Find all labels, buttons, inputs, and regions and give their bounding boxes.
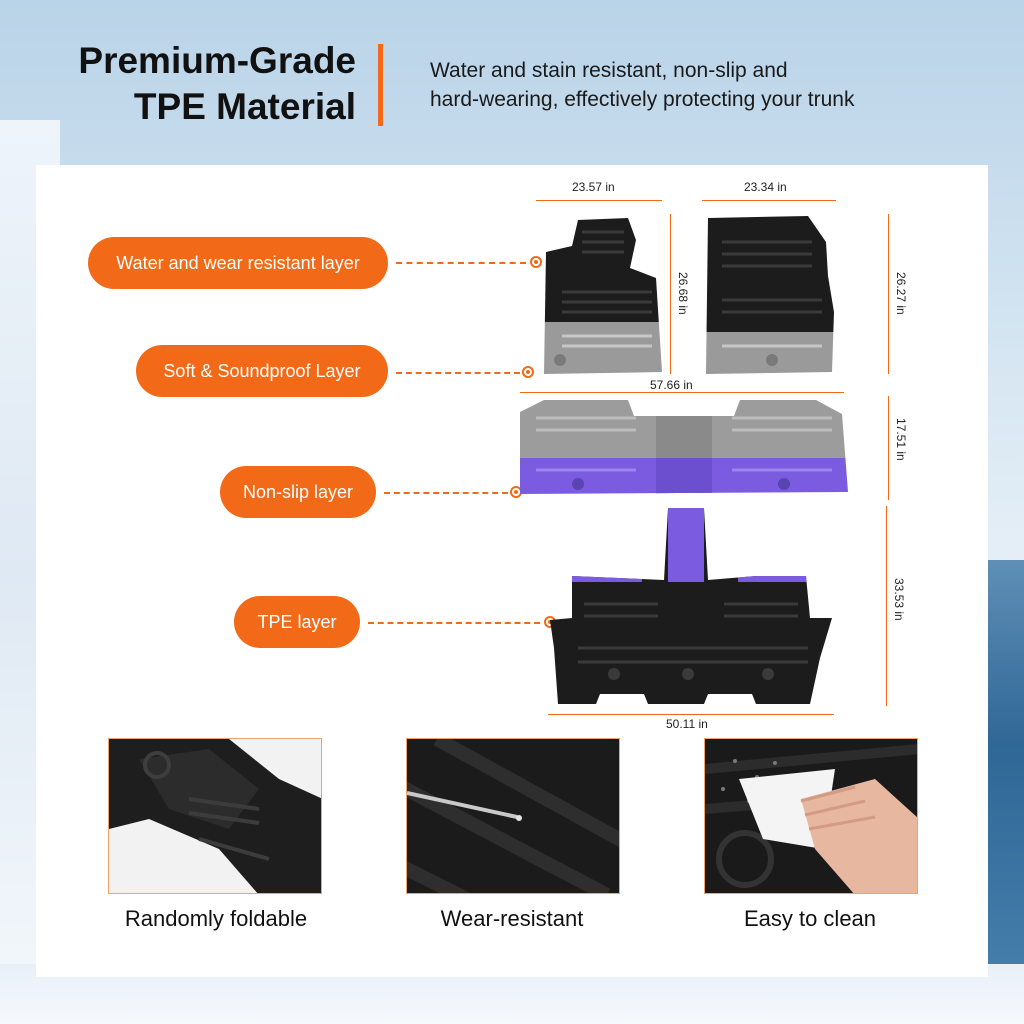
easy-clean-photo [704,738,918,894]
layer-label: Non-slip layer [242,481,354,502]
leader-line [396,372,520,374]
wear-resistant-photo [406,738,620,894]
layer-label: Soft & Soundproof Layer [163,360,361,381]
layer-pill-soft-soundproof: Soft & Soundproof Layer [136,345,388,397]
dimension-label-third-row-width: 50.11 in [666,717,708,731]
dimension-line [702,200,836,201]
leader-line [368,622,540,624]
dimension-line [670,214,671,374]
dimension-line [886,506,887,706]
leader-line [384,492,508,494]
header-divider [378,44,383,126]
front-right-mat [702,212,836,378]
target-marker-icon [530,256,542,268]
page-subtitle: Water and stain resistant, non-slip and … [430,56,990,114]
layer-label: Water and wear resistant layer [116,252,360,273]
subtitle-line-2: hard-wearing, effectively protecting you… [430,88,855,111]
layer-pill-non-slip: Non-slip layer [220,466,376,518]
dimension-label-second-row-width: 57.66 in [650,378,693,392]
dimension-line [888,396,889,500]
dimension-line [536,200,662,201]
layer-label: TPE layer [257,611,337,632]
feature-caption-wear-resistant: Wear-resistant [440,906,584,931]
dimension-label-front-right-height: 26.27 in [894,272,908,315]
layer-pill-tpe: TPE layer [234,596,360,648]
feature-caption-foldable: Randomly foldable [124,906,308,931]
target-marker-icon [522,366,534,378]
front-left-mat [532,212,668,378]
dimension-label-front-left-width: 23.57 in [572,180,615,194]
dimension-label-front-left-height: 26.68 in [676,272,690,315]
background-sea [984,560,1024,1024]
dimension-label-second-row-height: 17.51 in [894,418,908,461]
foldable-photo [108,738,322,894]
second-row-mat [516,396,852,500]
dimension-line [888,214,889,374]
title-line-2: TPE Material [133,86,356,127]
dimension-label-third-row-height: 33.53 in [892,578,906,621]
third-row-mat [548,508,836,708]
page-title: Premium-Grade TPE Material [30,38,356,130]
leader-line [396,262,526,264]
title-line-1: Premium-Grade [78,40,356,81]
dimension-line [520,392,844,393]
feature-caption-easy-clean: Easy to clean [743,906,877,931]
dimension-label-front-right-width: 23.34 in [744,180,787,194]
subtitle-line-1: Water and stain resistant, non-slip and [430,59,788,82]
layer-pill-water-wear: Water and wear resistant layer [88,237,388,289]
dimension-line [548,714,834,715]
